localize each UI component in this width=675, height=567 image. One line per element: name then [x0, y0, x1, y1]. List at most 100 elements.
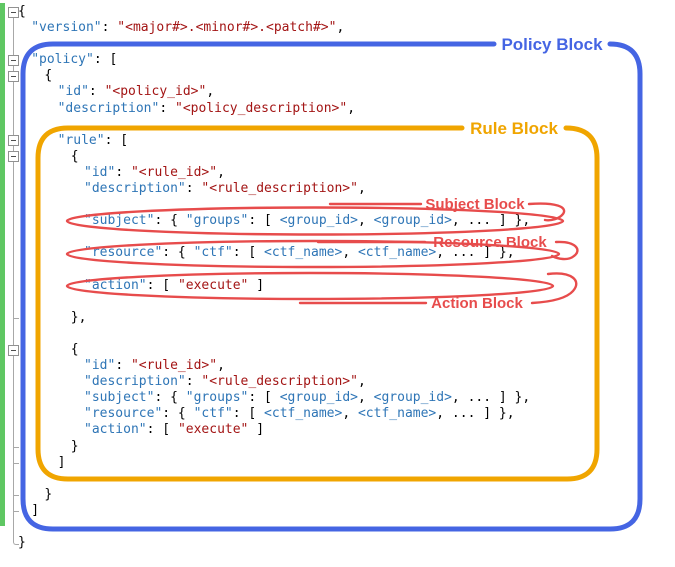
json-key: <group_id> — [279, 213, 358, 229]
code-line: }, — [0, 310, 675, 326]
code-line: { — [0, 342, 675, 358]
json-punctuation: : — [115, 358, 131, 374]
json-punctuation: , — [336, 20, 345, 36]
json-punctuation: , ... ] }, — [436, 245, 515, 261]
code-line: "subject": { "groups": [ <group_id>, <gr… — [0, 390, 675, 406]
code-line — [0, 36, 675, 52]
json-punctuation: { — [18, 4, 26, 19]
json-key: "resource" — [84, 406, 163, 422]
code-line: ] — [0, 503, 675, 519]
code-line: "subject": { "groups": [ <group_id>, <gr… — [0, 213, 675, 229]
code-line: "resource": { "ctf": [ <ctf_name>, <ctf_… — [0, 406, 675, 422]
json-string: "<policy_description>" — [175, 100, 348, 116]
json-punctuation: } — [44, 486, 53, 502]
json-key: "action" — [84, 422, 147, 438]
json-key: "policy" — [31, 52, 94, 68]
json-punctuation: : [ — [93, 52, 118, 68]
code-line: "id": "<rule_id>", — [0, 358, 675, 374]
code-line: "description": "<rule_description>", — [0, 181, 675, 197]
json-key: "subject" — [84, 390, 155, 406]
json-punctuation: : { — [162, 245, 194, 261]
json-punctuation: , — [347, 100, 356, 116]
code-area: {"version": "<major#>.<minor#>.<patch#>"… — [0, 4, 675, 551]
json-punctuation: ] — [248, 422, 265, 438]
code-line: { — [0, 68, 675, 84]
json-string: "<rule_description>" — [201, 374, 358, 390]
code-line — [0, 117, 675, 133]
fold-toggle-collapse-icon[interactable] — [8, 135, 19, 147]
json-punctuation: ] — [57, 454, 66, 470]
json-punctuation: , ... ] }, — [436, 406, 515, 422]
json-key: "resource" — [84, 245, 163, 261]
code-line — [0, 471, 675, 487]
json-punctuation: { — [44, 68, 53, 84]
code-line: } — [0, 439, 675, 455]
code-line — [0, 294, 675, 310]
code-line: ] — [0, 455, 675, 471]
json-punctuation: , — [217, 358, 225, 374]
fold-toggle-collapse-icon[interactable] — [8, 344, 19, 356]
code-line: "id": "<rule_id>", — [0, 165, 675, 181]
json-punctuation: : — [101, 20, 118, 36]
json-punctuation: : — [159, 100, 175, 116]
json-key: "id" — [57, 84, 89, 100]
json-key: "rule" — [57, 132, 105, 148]
json-string: "<rule_id>" — [130, 358, 218, 374]
json-punctuation: : [ — [248, 390, 280, 406]
json-punctuation: , — [342, 245, 358, 261]
json-punctuation: : [ — [232, 245, 265, 261]
json-key: "groups" — [185, 213, 249, 229]
json-key: "id" — [84, 358, 116, 374]
json-punctuation: } — [70, 438, 79, 454]
json-string: "execute" — [177, 422, 249, 438]
json-key: "subject" — [84, 213, 155, 229]
code-line — [0, 326, 675, 342]
fold-structure-line — [13, 14, 14, 538]
json-punctuation: , — [357, 213, 374, 229]
code-line: { — [0, 4, 675, 20]
json-punctuation: : [ — [146, 422, 178, 438]
json-key: <ctf_name> — [264, 406, 343, 422]
fold-region-tick — [13, 446, 19, 448]
json-key: <group_id> — [279, 390, 358, 406]
json-punctuation: : [ — [232, 406, 265, 422]
json-key: "ctf" — [193, 245, 233, 261]
fold-toggle-collapse-icon[interactable] — [8, 151, 19, 163]
json-key: "description" — [84, 374, 186, 390]
json-key: "action" — [84, 277, 147, 293]
json-string: "<rule_description>" — [201, 181, 358, 197]
json-punctuation: , — [357, 390, 374, 406]
code-line — [0, 197, 675, 213]
json-punctuation: } — [18, 535, 26, 551]
code-line: } — [0, 487, 675, 503]
json-key: "description" — [57, 100, 160, 116]
fold-region-tick — [13, 317, 19, 319]
json-punctuation: : [ — [248, 213, 280, 229]
json-key: <group_id> — [373, 390, 452, 406]
fold-toggle-collapse-icon[interactable] — [8, 54, 19, 66]
json-punctuation: , — [206, 84, 215, 100]
json-punctuation: : { — [162, 406, 194, 422]
code-line: "resource": { "ctf": [ <ctf_name>, <ctf_… — [0, 245, 675, 261]
json-punctuation: , — [357, 181, 366, 197]
json-string: "<rule_id>" — [130, 164, 218, 180]
json-punctuation: , — [217, 164, 225, 180]
json-punctuation: : [ — [146, 277, 178, 293]
json-key: <ctf_name> — [357, 406, 437, 422]
json-punctuation: : { — [154, 390, 186, 406]
fold-toggle-collapse-icon[interactable] — [8, 6, 19, 18]
code-line: "action": [ "execute" ] — [0, 278, 675, 294]
json-punctuation: ] — [248, 277, 265, 293]
code-line: "policy": [ — [0, 52, 675, 68]
json-punctuation: : — [185, 181, 202, 197]
json-punctuation: , — [342, 406, 358, 422]
json-key: <ctf_name> — [357, 245, 437, 261]
fold-toggle-collapse-icon[interactable] — [8, 70, 19, 82]
code-line: "description": "<policy_description>", — [0, 101, 675, 117]
json-punctuation: , ... ] }, — [451, 390, 531, 406]
json-punctuation: { — [70, 148, 79, 164]
json-punctuation: , — [357, 374, 366, 390]
json-string: "<major#>.<minor#>.<patch#>" — [117, 20, 337, 36]
code-line: "action": [ "execute" ] — [0, 422, 675, 438]
